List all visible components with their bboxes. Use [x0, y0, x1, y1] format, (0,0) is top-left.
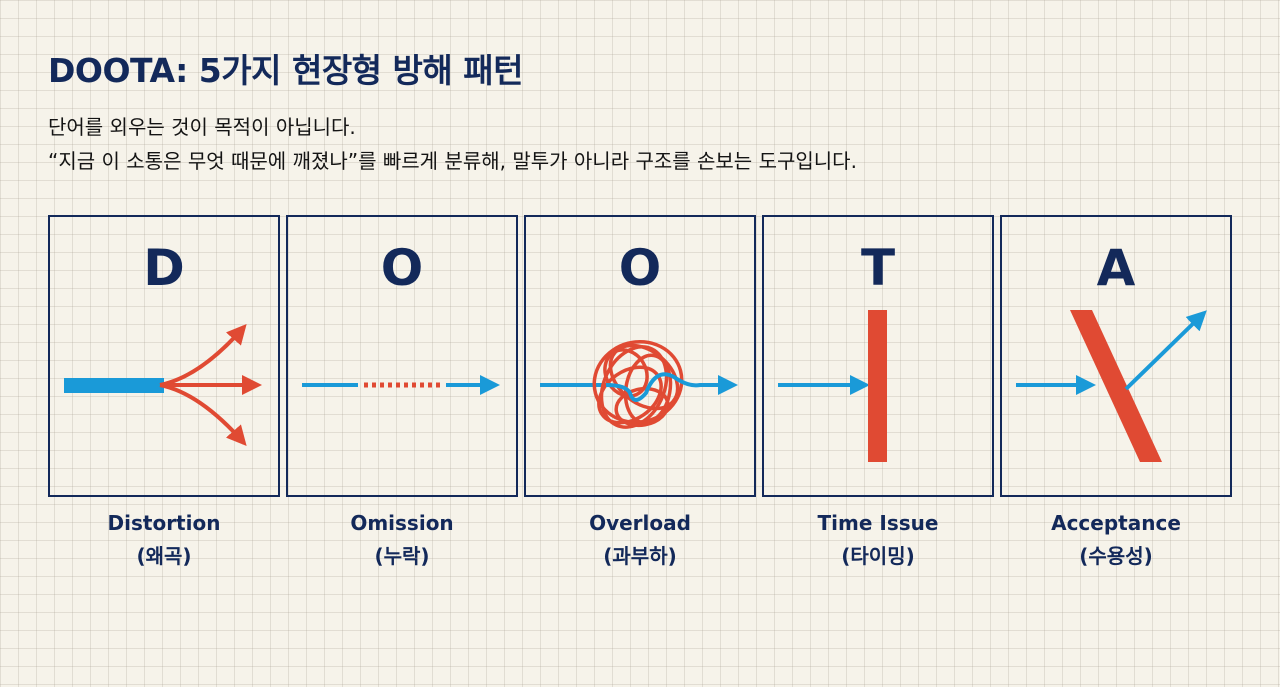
- card-letter: T: [860, 239, 896, 297]
- card-korean-name: (과부하): [603, 544, 677, 568]
- subtitle-line-2: “지금 이 소통은 무엇 때문에 깨졌나”를 빠르게 분류해, 말투가 아니라 …: [48, 149, 857, 173]
- card-letter: D: [143, 239, 185, 297]
- deflected-arrow-icon: [1016, 310, 1207, 462]
- dotted-gap-arrow-icon: [302, 375, 500, 395]
- card-distortion-box: D: [48, 215, 280, 497]
- card-name: Time Issue: [817, 511, 939, 535]
- card-omission-box: O: [286, 215, 518, 497]
- tangled-scribble-icon: [540, 339, 738, 429]
- card-name: Omission: [350, 511, 454, 535]
- card-overload-box: O: [524, 215, 756, 497]
- card-korean-name: (누락): [374, 544, 430, 568]
- blocked-arrow-icon: [778, 310, 887, 462]
- card-acceptance: A Acceptance (수용성): [1000, 215, 1232, 569]
- card-time-issue-box: T: [762, 215, 994, 497]
- card-distortion: D Distortion (왜곡): [48, 215, 280, 569]
- card-letter: O: [618, 239, 662, 297]
- split-arrows-icon: [64, 323, 262, 447]
- card-name: Overload: [589, 511, 691, 535]
- subtitle: 단어를 외우는 것이 목적이 아닙니다. “지금 이 소통은 무엇 때문에 깨졌…: [48, 110, 857, 178]
- card-letter: O: [380, 239, 424, 297]
- card-overload: O Overload: [524, 215, 756, 569]
- subtitle-line-1: 단어를 외우는 것이 목적이 아닙니다.: [48, 115, 356, 139]
- card-name: Acceptance: [1051, 511, 1181, 535]
- page-title: DOOTA: 5가지 현장형 방해 패턴: [48, 51, 523, 90]
- card-letter: A: [1096, 239, 1136, 297]
- card-omission: O Omission (누락): [286, 215, 518, 569]
- card-time-issue: T Time Issue (타이밍): [762, 215, 994, 569]
- card-korean-name: (타이밍): [841, 544, 915, 568]
- card-korean-name: (수용성): [1079, 544, 1153, 568]
- card-korean-name: (왜곡): [136, 544, 192, 568]
- pattern-cards: D Distortion (왜곡) O: [48, 215, 1232, 575]
- card-name: Distortion: [107, 511, 221, 535]
- card-acceptance-box: A: [1000, 215, 1232, 497]
